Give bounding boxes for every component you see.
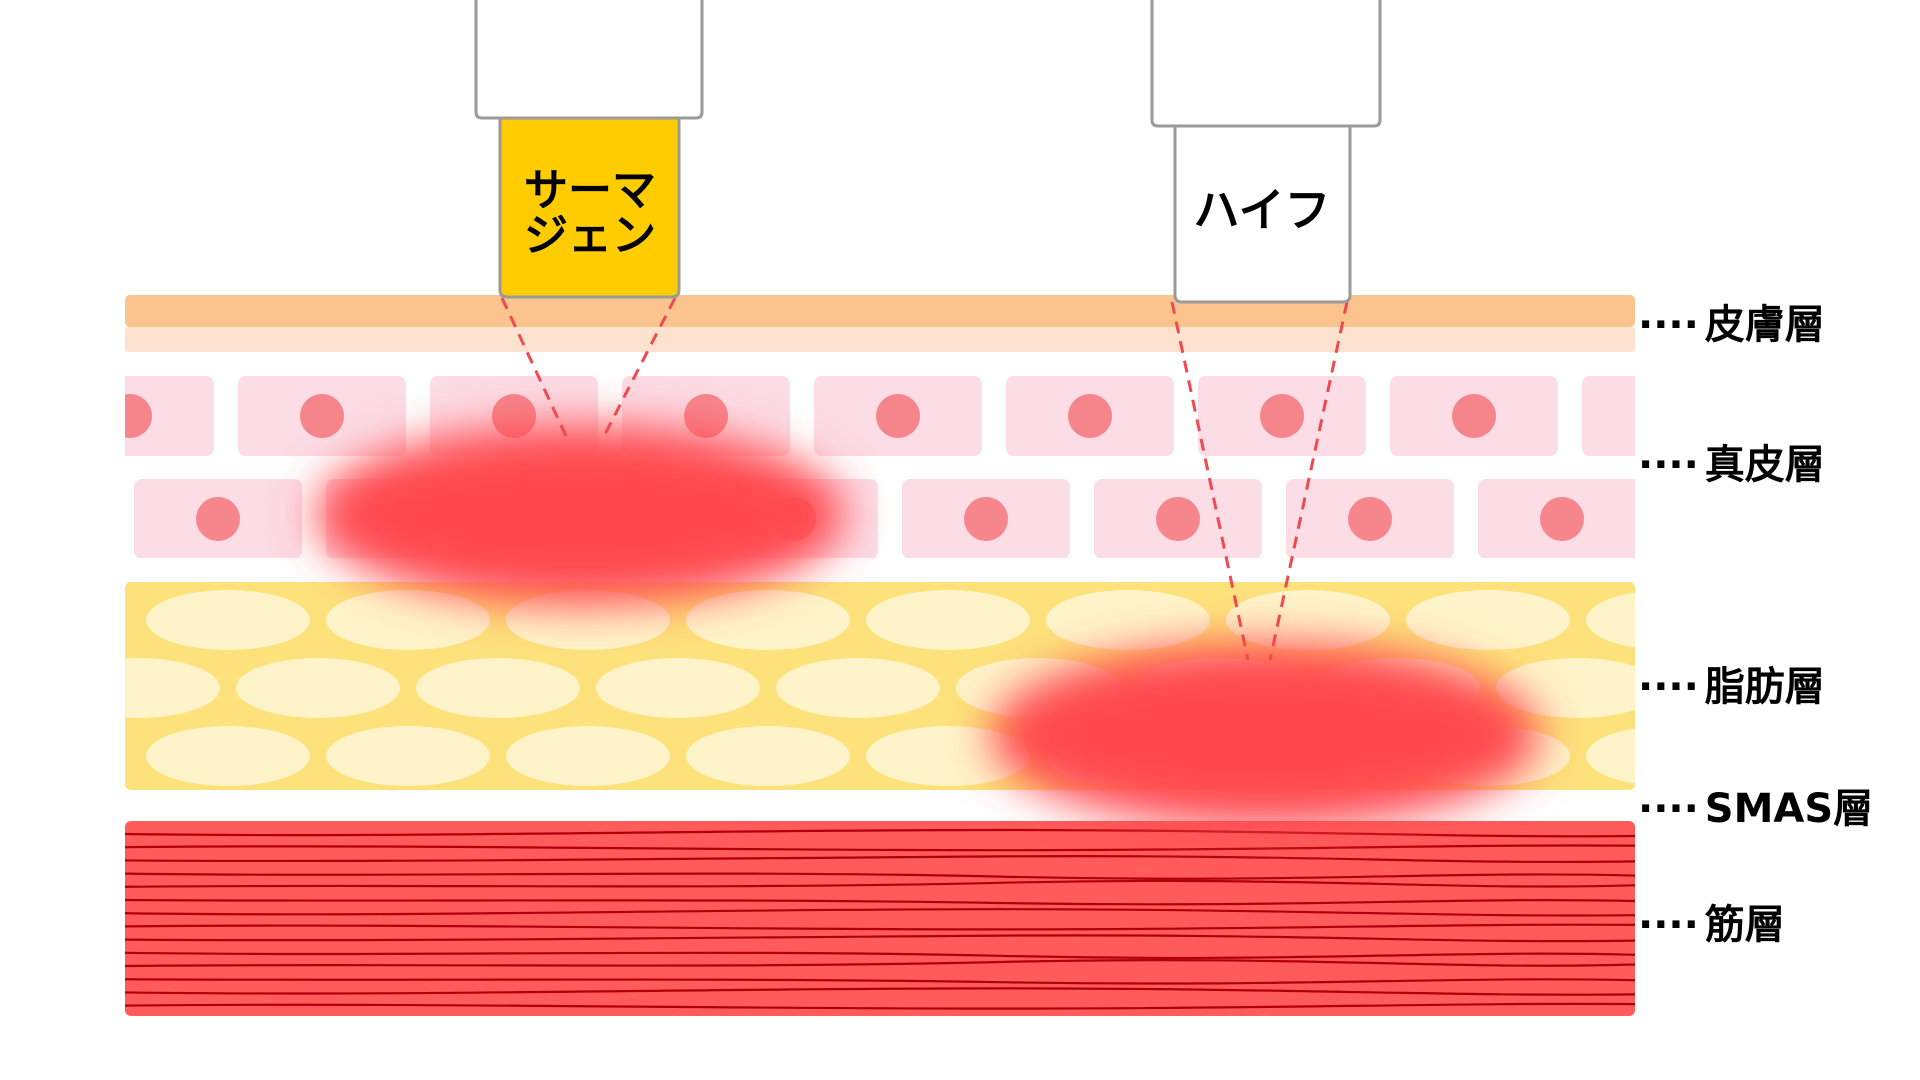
muscle-fiber [124, 879, 1636, 888]
dermis-cell [1582, 376, 1635, 456]
hifu-device: ハイフ [1150, 0, 1382, 304]
fat-cell [326, 726, 490, 786]
layer-labels: ····皮膚層 ····真皮層 ····脂肪層 ····SMAS層 ····筋層 [1638, 302, 1873, 948]
thermage-device: サーマ ジェン [474, 0, 704, 299]
fat-cell [776, 658, 940, 718]
hifu-label: ハイフ [1193, 183, 1330, 237]
fat-cell [866, 590, 1030, 650]
label-muscle: ····筋層 [1638, 902, 1785, 948]
dermis-cell [1478, 479, 1635, 558]
thermage-heat-zone [315, 425, 845, 605]
label-epidermis-leader: ···· [1638, 302, 1699, 348]
muscle-fiber [124, 908, 1636, 917]
label-smas: ····SMAS層 [1638, 786, 1873, 832]
thermage-label-line1: サーマ [524, 165, 656, 216]
label-muscle-leader: ···· [1638, 902, 1699, 948]
fat-cell [1046, 590, 1210, 650]
thermage-label-line2: ジェン [524, 210, 656, 261]
muscle-fiber [124, 934, 1636, 943]
muscle-fiber [124, 898, 1636, 906]
muscle-fiber [124, 978, 1636, 985]
label-epidermis: ····皮膚層 [1638, 302, 1825, 348]
hifu-handle [1150, 0, 1382, 128]
fat-cell [596, 658, 760, 718]
muscle-background [125, 821, 1635, 1016]
fat-cell [146, 590, 310, 650]
dermis-cell [1198, 376, 1366, 456]
muscle-fiber [124, 844, 1636, 852]
thermage-handle [474, 0, 704, 120]
hifu-heat-zone [990, 643, 1540, 827]
fat-cell [1586, 728, 1635, 784]
dermis-cell [814, 376, 982, 456]
label-dermis-leader: ···· [1638, 442, 1699, 488]
dermis-cell [1094, 479, 1262, 558]
fat-cell [236, 658, 400, 718]
fat-cell [1586, 592, 1635, 648]
fat-cell [866, 726, 1030, 786]
fat-cell [125, 658, 220, 718]
fat-cell [506, 590, 670, 650]
epidermis-layer [125, 295, 1635, 352]
dermis-cell [238, 376, 406, 456]
label-epidermis-text: 皮膚層 [1705, 302, 1825, 348]
dermis-cell [1286, 479, 1454, 558]
hifu-tip [1173, 124, 1352, 304]
muscle-fiber [124, 959, 1636, 968]
fat-cell [1226, 590, 1390, 650]
dermis-layer [125, 376, 1635, 558]
muscle-layer [124, 821, 1636, 1016]
label-muscle-text: 筋層 [1705, 902, 1785, 948]
dermis-cell [125, 376, 214, 456]
muscle-fiber [124, 951, 1636, 960]
muscle-fiber [124, 1002, 1636, 1010]
muscle-fiber [124, 828, 1636, 838]
muscle-fiber [124, 923, 1636, 931]
label-fat-leader: ···· [1638, 664, 1699, 710]
epidermis-top-band [125, 295, 1635, 327]
muscle-fiber [124, 855, 1636, 864]
label-smas-leader: ···· [1638, 786, 1699, 832]
dermis-cell [1390, 376, 1558, 456]
muscle-fiber [124, 987, 1636, 996]
fat-cell [1496, 658, 1635, 718]
fat-cell [326, 590, 490, 650]
thermage-beam-left [500, 297, 569, 439]
label-fat-text: 脂肪層 [1705, 664, 1825, 710]
thermage-beam-right [601, 297, 677, 439]
dermis-cell [1006, 376, 1174, 456]
beam-lines [500, 297, 1349, 661]
label-dermis: ····真皮層 [1638, 442, 1825, 488]
muscle-fibers [124, 828, 1636, 1010]
muscle-fiber [124, 872, 1636, 880]
dermis-cell [902, 479, 1070, 558]
fat-cell [506, 726, 670, 786]
epidermis-bottom-band [125, 327, 1635, 352]
hifu-beam-right [1268, 301, 1349, 661]
label-smas-text: SMAS層 [1705, 786, 1873, 832]
dermis-cell [134, 479, 302, 558]
label-dermis-text: 真皮層 [1705, 442, 1825, 488]
thermage-tip [498, 116, 681, 299]
label-fat: ····脂肪層 [1638, 664, 1825, 710]
hifu-beam-left [1170, 301, 1250, 661]
fat-cell [686, 590, 850, 650]
fat-cell [416, 658, 580, 718]
fat-cell [686, 726, 850, 786]
fat-cell [146, 726, 310, 786]
fat-cell [1406, 590, 1570, 650]
